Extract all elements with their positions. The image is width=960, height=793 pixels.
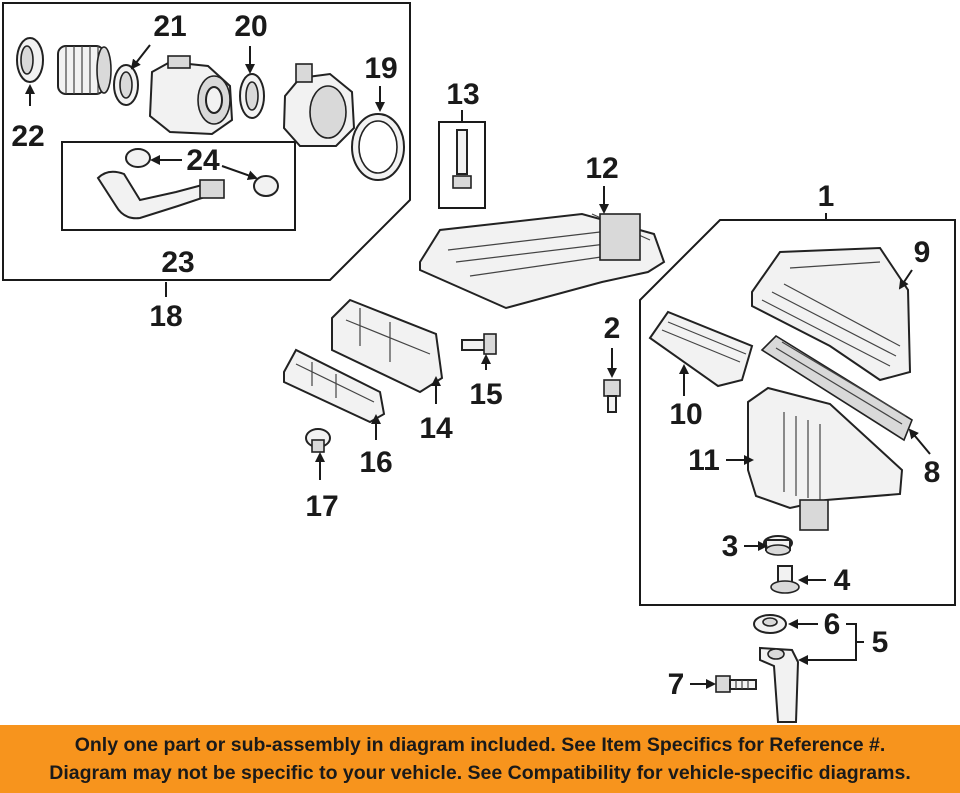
disclaimer-line-1: Only one part or sub-assembly in diagram… bbox=[74, 734, 886, 756]
callout-22: 22 bbox=[11, 120, 44, 153]
part-9-air-cleaner-cover bbox=[751, 246, 912, 382]
part-6-insulator bbox=[753, 614, 787, 634]
parts-diagram: 22 21 20 19 24 23 18 13 12 1 9 2 10 11 8… bbox=[2, 2, 956, 723]
part-10-duct bbox=[648, 310, 754, 388]
part-22-clamp bbox=[16, 37, 44, 83]
part-15-bolt bbox=[461, 333, 497, 355]
group-23-outline bbox=[61, 141, 296, 231]
callout-6: 6 bbox=[824, 608, 841, 641]
disclaimer-banner: Only one part or sub-assembly in diagram… bbox=[0, 725, 960, 793]
mass-airflow-housing bbox=[148, 55, 234, 136]
callout-15: 15 bbox=[469, 378, 502, 411]
callout-12: 12 bbox=[585, 152, 618, 185]
callout-13: 13 bbox=[446, 78, 479, 111]
part-8-filter bbox=[760, 334, 913, 442]
part-11-lower-housing bbox=[747, 386, 904, 531]
part-20-clamp bbox=[239, 73, 265, 119]
callout-8: 8 bbox=[924, 456, 941, 489]
callout-2: 2 bbox=[604, 312, 621, 345]
leader-9 bbox=[898, 269, 913, 290]
part-19-ring bbox=[351, 113, 405, 181]
leader-21 bbox=[130, 44, 151, 70]
callout-4: 4 bbox=[834, 564, 851, 597]
part-14-module bbox=[331, 298, 444, 394]
callout-23: 23 bbox=[161, 246, 194, 279]
callout-14: 14 bbox=[419, 412, 453, 445]
group-1-outline bbox=[639, 219, 956, 606]
part-21-clamp bbox=[113, 64, 139, 106]
callout-21: 21 bbox=[153, 10, 186, 43]
callout-16: 16 bbox=[359, 446, 392, 479]
callout-20: 20 bbox=[234, 10, 267, 43]
part-7-bolt bbox=[715, 675, 757, 693]
part-23-breather-hose bbox=[96, 148, 279, 220]
part-3-grommet bbox=[763, 535, 793, 556]
callout-3: 3 bbox=[722, 530, 739, 563]
group-18-outline bbox=[2, 2, 411, 281]
callout-11: 11 bbox=[688, 444, 720, 477]
leader-24b bbox=[221, 165, 258, 181]
callout-7: 7 bbox=[668, 668, 685, 701]
callout-1: 1 bbox=[818, 180, 835, 213]
throttle-body bbox=[282, 63, 356, 147]
leader-8 bbox=[908, 428, 931, 455]
part-4-mount bbox=[770, 565, 800, 594]
callout-9: 9 bbox=[914, 236, 931, 269]
part-17-clip bbox=[305, 428, 331, 453]
leader-5-bracket bbox=[846, 623, 864, 661]
part-12-intake-duct bbox=[419, 212, 666, 310]
part-13-box bbox=[438, 121, 486, 209]
part-16-bracket bbox=[283, 348, 386, 424]
part-2-fastener bbox=[603, 379, 621, 413]
callout-24: 24 bbox=[186, 144, 220, 177]
callout-17: 17 bbox=[305, 490, 338, 523]
intake-hose bbox=[57, 45, 112, 95]
callout-18: 18 bbox=[149, 300, 182, 333]
callout-5: 5 bbox=[872, 626, 889, 659]
disclaimer-line-2: Diagram may not be specific to your vehi… bbox=[49, 762, 911, 784]
callout-19: 19 bbox=[364, 52, 397, 85]
part-5-bracket bbox=[759, 646, 800, 723]
callout-10: 10 bbox=[669, 398, 702, 431]
